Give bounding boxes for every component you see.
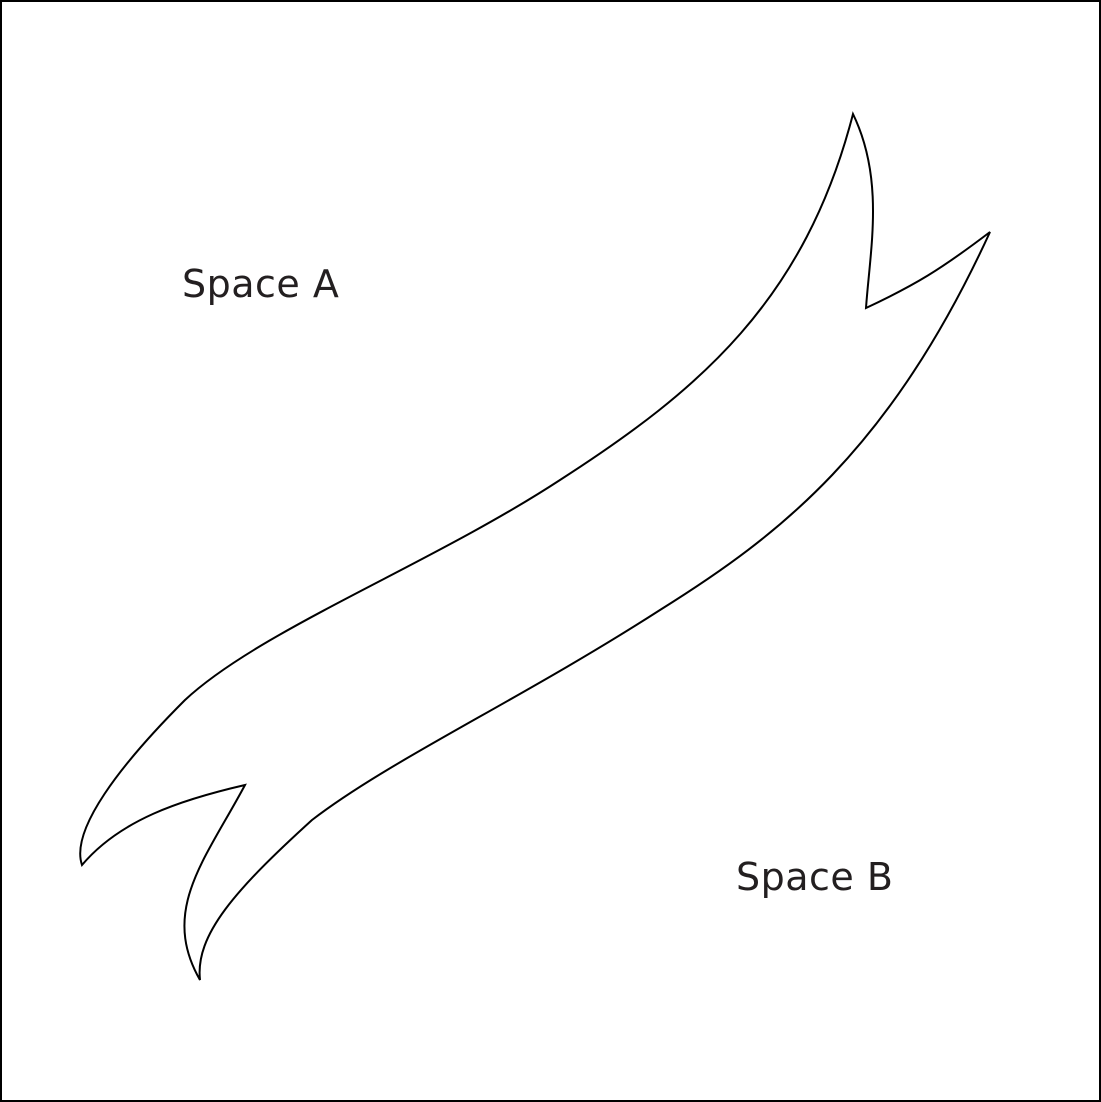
ribbon-shape bbox=[80, 114, 990, 980]
space-b-label: Space B bbox=[736, 858, 893, 896]
space-a-label: Space A bbox=[182, 265, 339, 303]
